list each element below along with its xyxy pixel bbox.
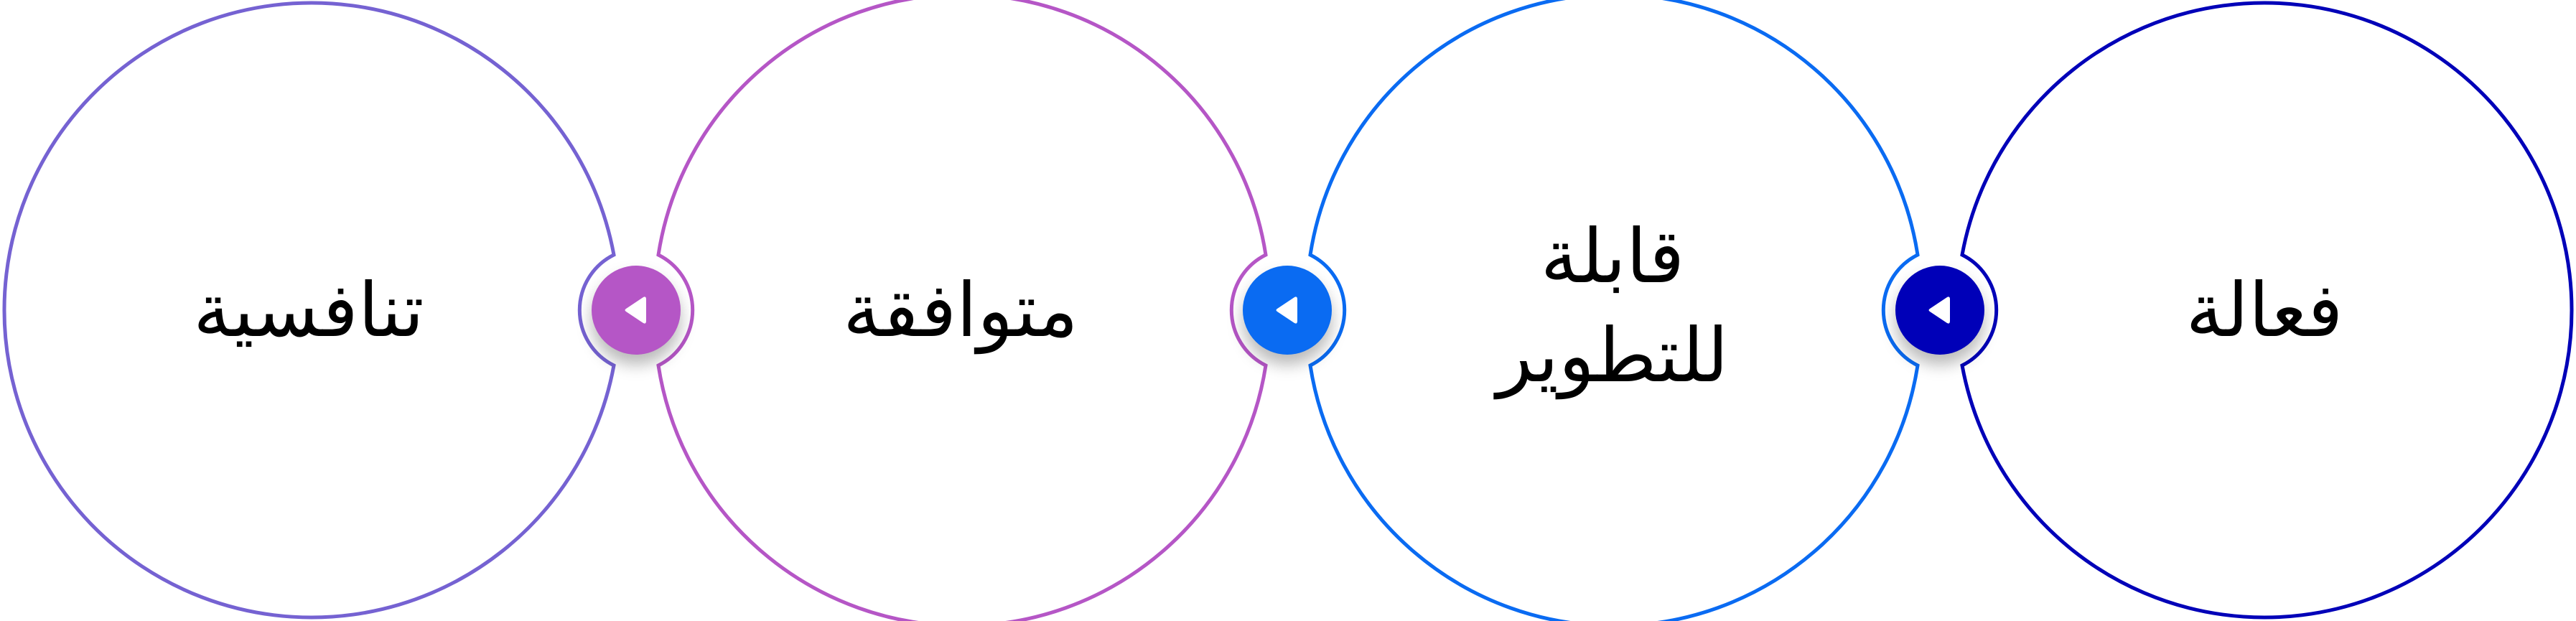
step-circle-3 (656, 0, 1268, 621)
step-label-2: قابلة للتطوير (1411, 207, 1814, 405)
step-label-1: فعالة (2185, 266, 2343, 354)
connector-button-1[interactable] (1895, 266, 1984, 355)
connector-button-3[interactable] (592, 266, 681, 355)
step-label-2-line1: قابلة (1540, 213, 1685, 300)
step-circle-4 (2, 1, 616, 620)
step-label-2-line2: للتطوير (1496, 312, 1729, 399)
connector-button-2[interactable] (1243, 266, 1332, 355)
step-circle-2 (1308, 0, 1920, 621)
step-circle-1 (1960, 1, 2574, 620)
triangle-left-icon (1276, 297, 1297, 324)
triangle-left-icon (625, 297, 646, 324)
step-label-4: تنافسية (193, 266, 424, 354)
triangle-left-icon (1928, 297, 1950, 324)
step-label-3: متوافقة (843, 266, 1078, 354)
